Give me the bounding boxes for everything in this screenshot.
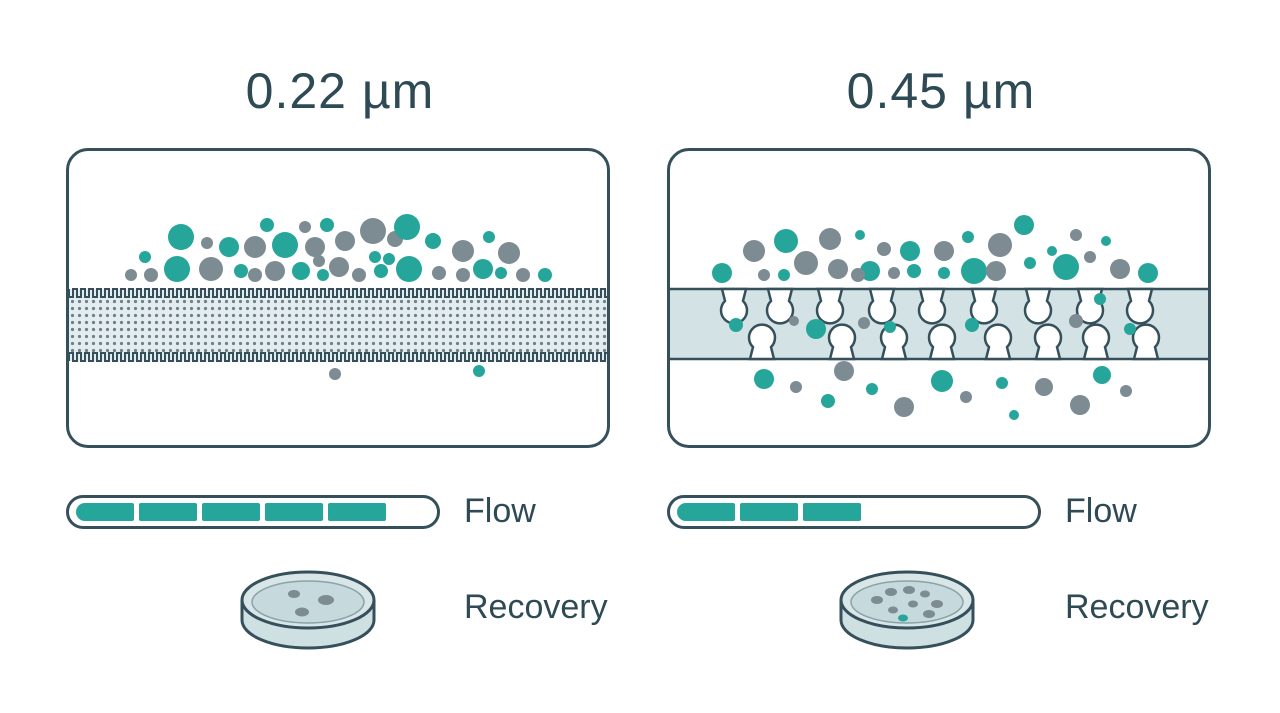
dense-membrane	[69, 288, 607, 362]
flow-label: Flow	[1065, 492, 1137, 530]
porous-membrane-svg	[670, 215, 1208, 420]
flow-segment	[139, 503, 197, 521]
porous-membrane	[670, 287, 1208, 361]
panel-0-45: 0.45 µm Flow	[667, 0, 1227, 713]
flow-segment	[76, 503, 134, 521]
membrane-top-edge	[69, 288, 607, 298]
passed-particles	[329, 365, 485, 380]
particles	[712, 215, 1158, 420]
flow-segment	[265, 503, 323, 521]
retained-particles	[125, 214, 552, 282]
flow-fill	[76, 503, 386, 521]
flow-segment	[740, 503, 798, 521]
flow-fill	[677, 503, 861, 521]
dense-membrane-svg	[69, 214, 607, 380]
colonies	[871, 586, 943, 622]
pore-size-title: 0.45 µm	[846, 63, 1036, 119]
flow-bar	[66, 495, 440, 529]
membrane-pores-top	[719, 287, 1155, 325]
pore-size-title: 0.22 µm	[245, 63, 435, 119]
flow-segment	[328, 503, 386, 521]
flow-bar	[667, 495, 1041, 529]
membrane-bottom-edge	[69, 352, 607, 362]
colonies	[288, 590, 334, 617]
membrane-pores-bottom	[747, 323, 1161, 361]
recovery-label: Recovery	[464, 588, 608, 626]
petri-dish-icon	[839, 570, 975, 650]
filter-diagram-porous	[667, 148, 1211, 448]
filter-diagram-dense	[66, 148, 610, 448]
flow-segment	[803, 503, 861, 521]
flow-segment	[677, 503, 735, 521]
recovery-label: Recovery	[1065, 588, 1209, 626]
flow-label: Flow	[464, 492, 536, 530]
panel-0-22: 0.22 µm Flow	[66, 0, 626, 713]
flow-segment	[202, 503, 260, 521]
petri-dish-icon	[240, 570, 376, 650]
